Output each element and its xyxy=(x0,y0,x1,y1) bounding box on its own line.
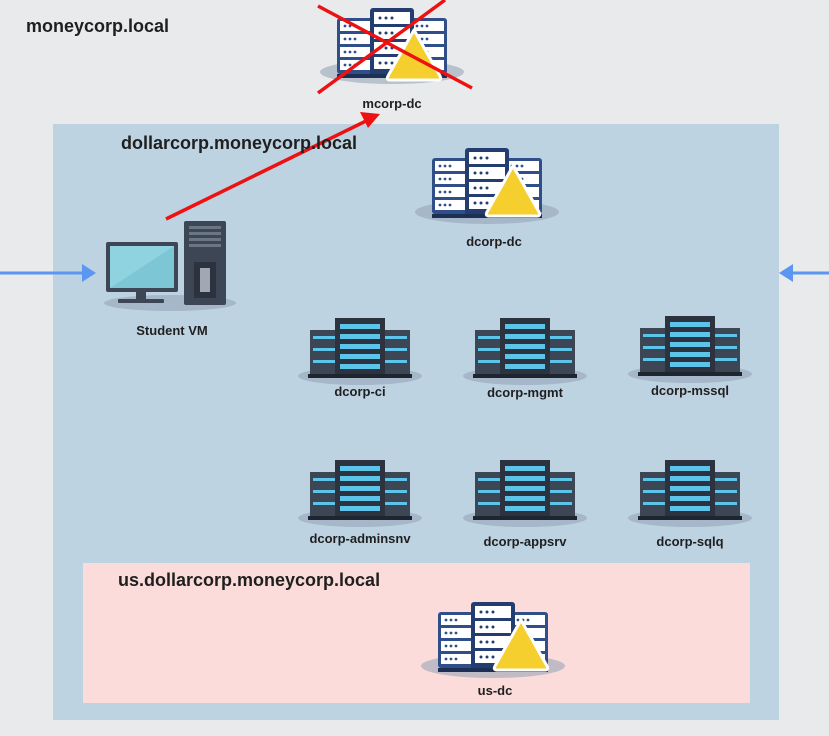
dcorp-mssql-server-icon xyxy=(628,316,752,383)
dcorp-adminsrv-server-icon xyxy=(298,460,422,527)
workstation-icon xyxy=(104,221,236,311)
dcorp-dc-server-icon xyxy=(415,148,559,224)
dcorp-dc-label: dcorp-dc xyxy=(466,234,522,249)
us-dc-server-icon xyxy=(421,602,565,678)
us-dc-label: us-dc xyxy=(477,683,513,698)
dcorp-ci-server-icon xyxy=(298,318,422,385)
student-vm-label: Student VM xyxy=(136,323,208,338)
dcorp-appsrv-server-icon xyxy=(463,460,587,527)
dcorp-sqlq-server-icon xyxy=(628,460,752,527)
us-dollarcorp-domain-label: us.dollarcorp.moneycorp.local xyxy=(118,570,381,590)
us-dollarcorp-zone xyxy=(83,563,750,703)
mcorp-dc-label: mcorp-dc xyxy=(362,96,422,111)
dcorp-mssql-label: dcorp-mssql xyxy=(650,383,730,398)
dcorp-sqlq-label: dcorp-sqlq xyxy=(656,534,724,549)
moneycorp-forest-label: moneycorp.local xyxy=(26,16,170,36)
dcorp-adminsrv-label: dcorp-adminsnv xyxy=(309,531,411,546)
dcorp-ci-label: dcorp-ci xyxy=(334,384,386,399)
dcorp-mgmt-label: dcorp-mgmt xyxy=(487,385,563,400)
inbound-arrow-right xyxy=(779,264,829,282)
red-x-icon xyxy=(316,0,473,95)
inbound-arrow-left xyxy=(0,264,96,282)
dcorp-appsrv-label: dcorp-appsrv xyxy=(483,534,567,549)
dollarcorp-domain-label: dollarcorp.moneycorp.local xyxy=(121,133,358,153)
dcorp-mgmt-server-icon xyxy=(463,318,587,385)
attack-path-arrow xyxy=(165,112,380,221)
